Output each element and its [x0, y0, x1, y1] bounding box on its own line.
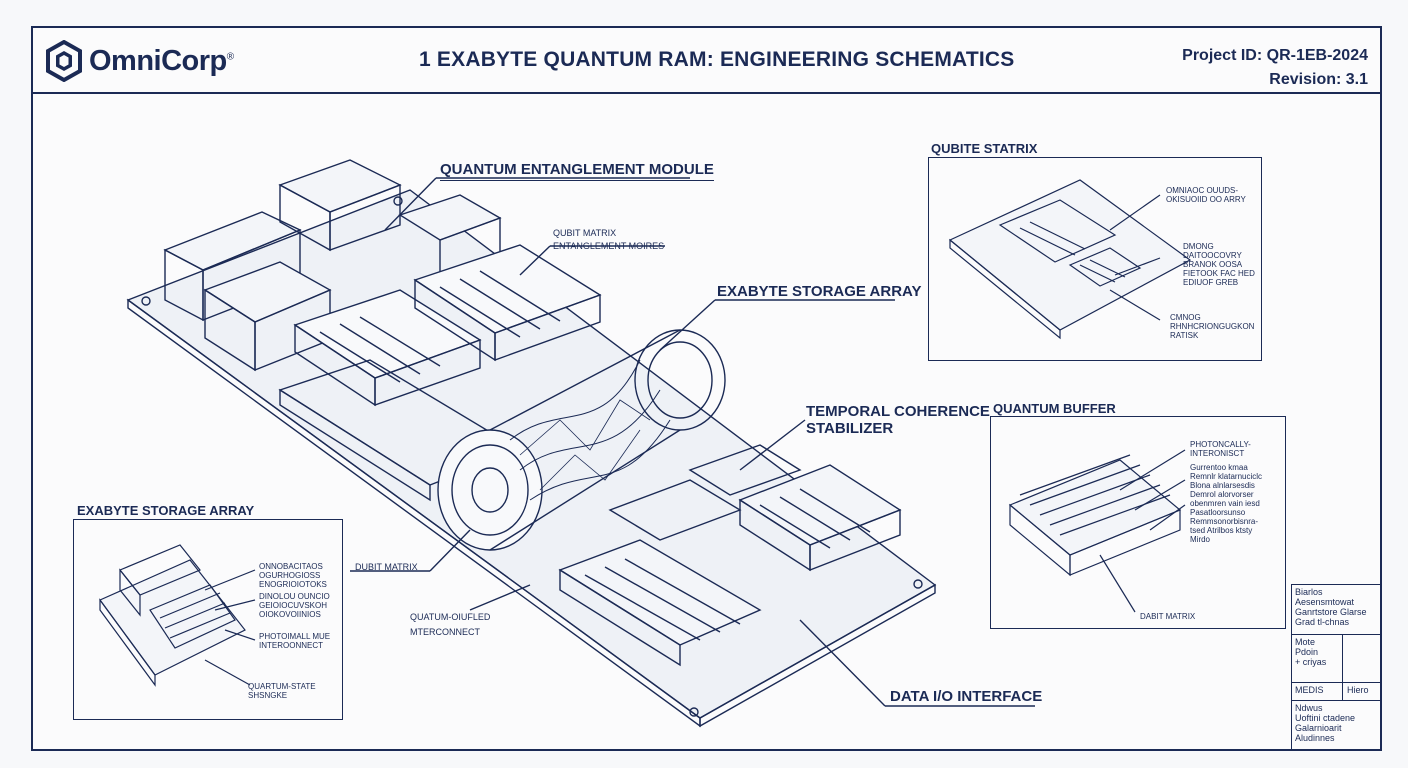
label-qubit-matrix: QUBIT MATRIX — [553, 228, 617, 238]
revision: Revision: 3.1 — [1269, 71, 1368, 88]
qubit-note-1: OMNIAOC OUUDS-OKISUOIID OO ARRY — [1166, 186, 1246, 204]
panel-buffer-title: QUANTUM BUFFER — [993, 401, 1116, 416]
label-entanglement-moires: ENTANGLEMENT MOIRES — [553, 241, 665, 251]
label-entanglement-module: QUANTUM ENTANGLEMENT MODULE — [440, 161, 714, 181]
title-block-row-3: MEDIS Hiero — [1292, 683, 1382, 701]
label-interconnect-1: QUATUM-OIUFLED — [410, 612, 491, 622]
project-id: Project ID: QR-1EB-2024 — [1182, 47, 1368, 64]
panel-storage — [73, 519, 343, 720]
label-temporal-1: TEMPORAL COHERENCE — [806, 403, 990, 420]
project-info: Project ID: QR-1EB-2024 Revision: 3.1 — [1182, 44, 1368, 92]
label-storage-array: EXABYTE STORAGE ARRAY — [717, 283, 922, 300]
label-interconnect-2: MTERCONNECT — [410, 627, 480, 637]
omnicorp-logo: OmniCorp® — [45, 40, 234, 82]
label-temporal-2: STABILIZER — [806, 420, 894, 437]
logo-name: OmniCorp® — [89, 44, 234, 77]
panel-storage-title: EXABYTE STORAGE ARRAY — [77, 503, 255, 518]
buffer-bottom-label: DABIT MATRIX — [1140, 612, 1196, 621]
buffer-note-1: PHOTONCALLY-INTERONISCT — [1190, 440, 1251, 458]
title-bar: OmniCorp® 1 EXABYTE QUANTUM RAM: ENGINEE… — [33, 28, 1380, 94]
label-data-io: DATA I/O INTERFACE — [890, 688, 1043, 705]
panel-qubit-title: QUBITE STATRIX — [931, 141, 1038, 156]
panel-buffer — [990, 416, 1286, 629]
omnicorp-hex-logo-icon — [46, 40, 82, 82]
page-title: 1 EXABYTE QUANTUM RAM: ENGINEERING SCHEM… — [419, 48, 1015, 71]
label-dubit-matrix: DUBIT MATRIX — [355, 562, 418, 572]
panel-qubit — [928, 157, 1262, 361]
